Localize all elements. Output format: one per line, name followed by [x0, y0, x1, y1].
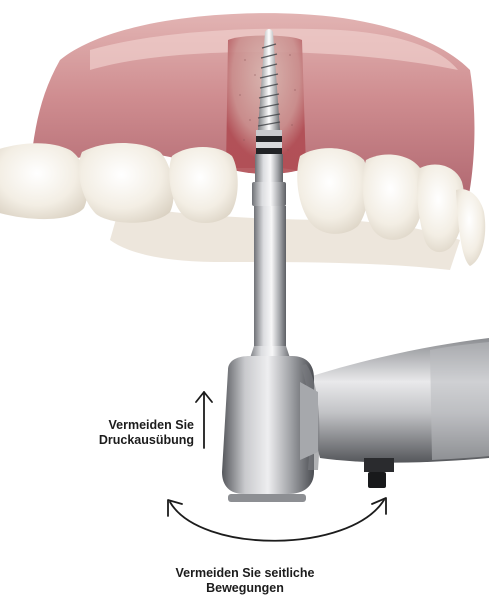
tooth-incisor-right-2 [363, 154, 425, 239]
curved-double-arrow-icon [168, 498, 386, 541]
pressure-warning-line-2: Druckausübung [44, 433, 194, 448]
arrow-up-icon [196, 392, 212, 448]
tooth-left-molar [0, 143, 88, 219]
handpiece-push-button [228, 494, 306, 502]
pressure-warning-line-1: Vermeiden Sie [44, 418, 194, 433]
lateral-movement-warning-label: Vermeiden Sie seitliche Bewegungen [120, 566, 370, 596]
tooth-right-edge [456, 189, 485, 266]
lateral-warning-line-1: Vermeiden Sie seitliche [120, 566, 370, 581]
handpiece-connector [364, 458, 394, 472]
drill-shank [252, 182, 286, 206]
contra-angle-neck [254, 206, 286, 346]
tooth-canine-left [169, 147, 238, 223]
tooth-premolar-1 [79, 143, 174, 223]
pressure-warning-label: Vermeiden Sie Druckausübung [44, 418, 194, 448]
lateral-warning-line-2: Bewegungen [120, 581, 370, 596]
